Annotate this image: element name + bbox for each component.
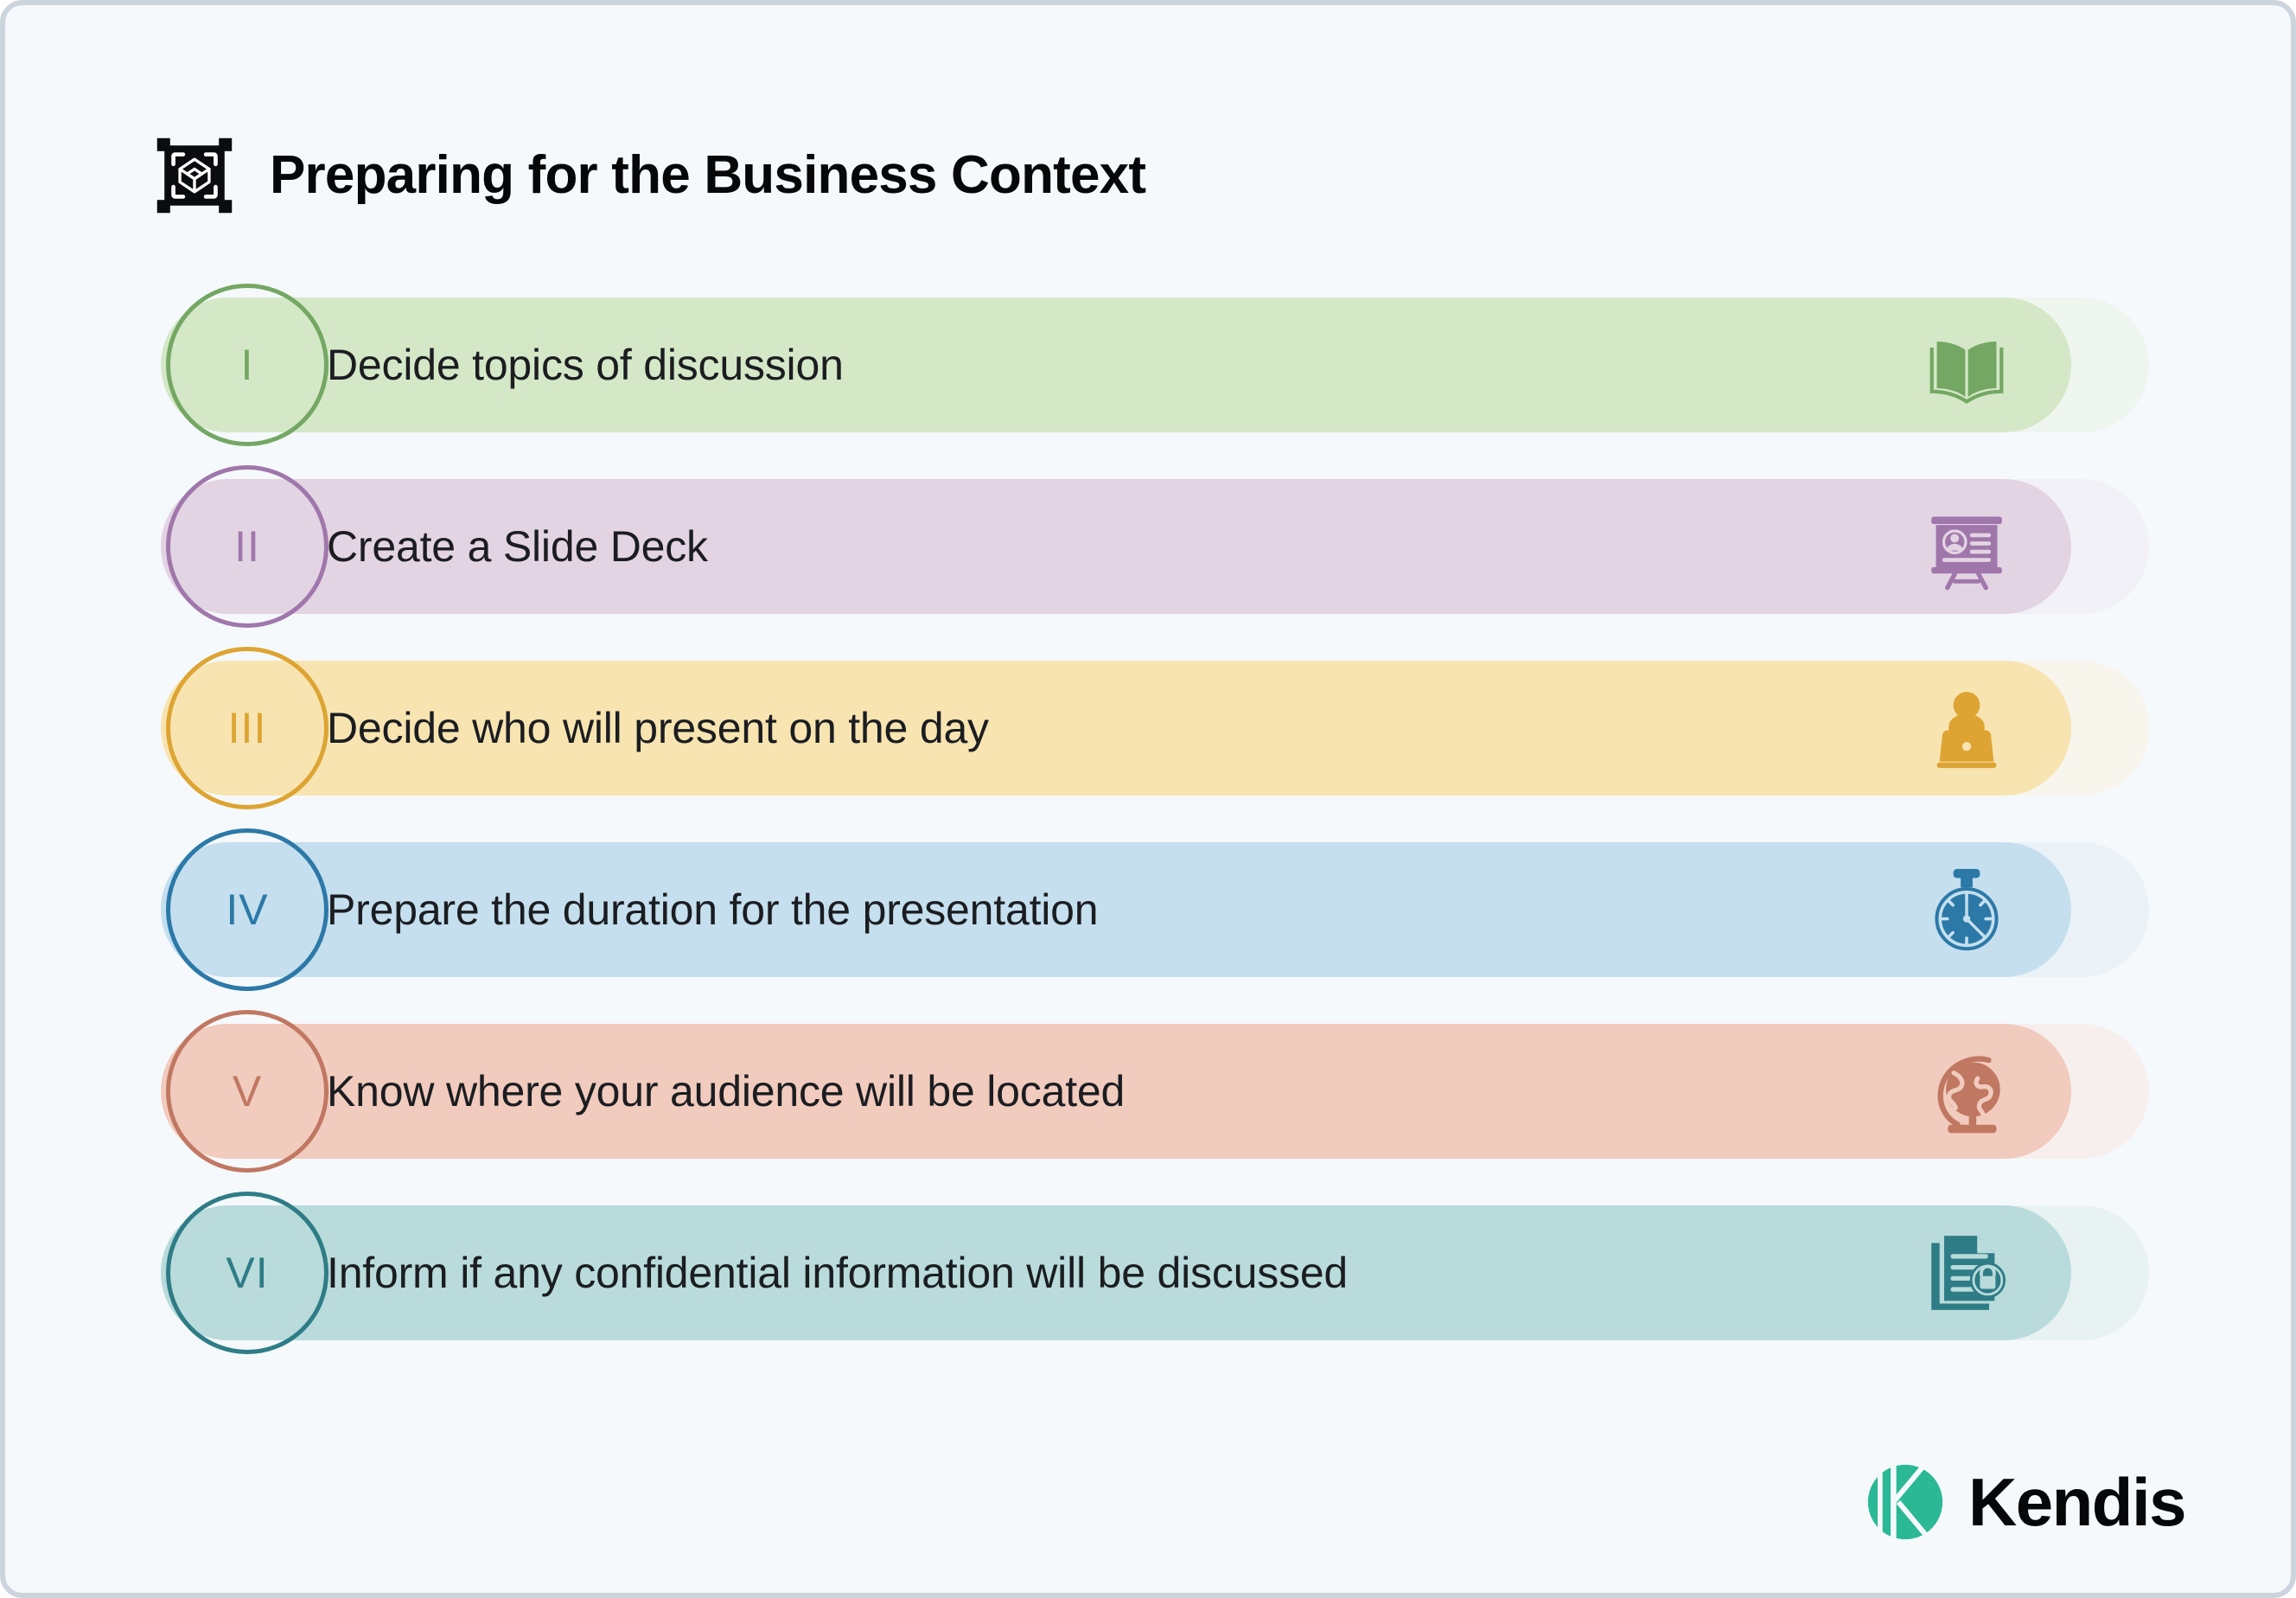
step-numeral-badge: V — [166, 1010, 328, 1173]
step-label: Decide who will present on the day — [327, 704, 989, 752]
step-label: Decide topics of discussion — [327, 341, 844, 389]
list-item[interactable]: V Know where your audience will be locat… — [5, 1010, 2291, 1173]
row-pill — [161, 842, 2071, 977]
list-item[interactable]: II Create a Slide Deck — [5, 465, 2291, 628]
step-numeral: VI — [226, 1249, 269, 1297]
row-pill — [161, 479, 2071, 614]
list-item[interactable]: I Decide topics of discussion — [5, 284, 2291, 446]
step-numeral-badge: III — [166, 647, 328, 809]
step-numeral-badge: VI — [166, 1192, 328, 1354]
brand-name: Kendis — [1968, 1464, 2187, 1540]
page-title: Preparing for the Business Context — [270, 145, 1146, 205]
step-numeral-badge: I — [166, 284, 328, 446]
step-numeral: V — [232, 1067, 263, 1115]
list-item[interactable]: III Decide who will present on the day — [5, 647, 2291, 809]
step-label: Inform if any confidential information w… — [327, 1249, 1349, 1297]
list-item[interactable]: VI Inform if any confidential informatio… — [5, 1192, 2291, 1354]
person-at-laptop-icon — [1921, 682, 2012, 774]
row-pill — [161, 1024, 2071, 1159]
row-pill — [161, 297, 2071, 432]
stopwatch-icon — [1921, 864, 2012, 956]
list-item[interactable]: IV Prepare the duration for the presenta… — [5, 828, 2291, 991]
step-numeral: II — [234, 522, 260, 571]
step-label: Know where your audience will be located — [327, 1067, 1126, 1115]
slide-header: Preparing for the Business Context — [154, 135, 1146, 216]
step-numeral: I — [240, 341, 254, 389]
step-numeral: III — [227, 704, 267, 752]
confidential-document-icon — [1921, 1227, 2012, 1319]
step-label: Prepare the duration for the presentatio… — [327, 885, 1099, 934]
kendis-k-circle-icon — [1867, 1464, 1943, 1540]
step-numeral: IV — [226, 885, 269, 934]
open-book-icon — [1921, 319, 2012, 411]
steps-list: I Decide topics of discussion II Cre — [5, 284, 2291, 1387]
row-pill — [161, 661, 2071, 796]
cube-scan-icon — [156, 137, 233, 214]
step-label: Create a Slide Deck — [327, 522, 708, 571]
brand-logo: Kendis — [1865, 1461, 2187, 1543]
row-pill — [161, 1205, 2071, 1340]
step-numeral-badge: IV — [166, 828, 328, 991]
step-numeral-badge: II — [166, 465, 328, 628]
desk-globe-icon — [1921, 1045, 2012, 1137]
presentation-board-icon — [1921, 501, 2012, 592]
